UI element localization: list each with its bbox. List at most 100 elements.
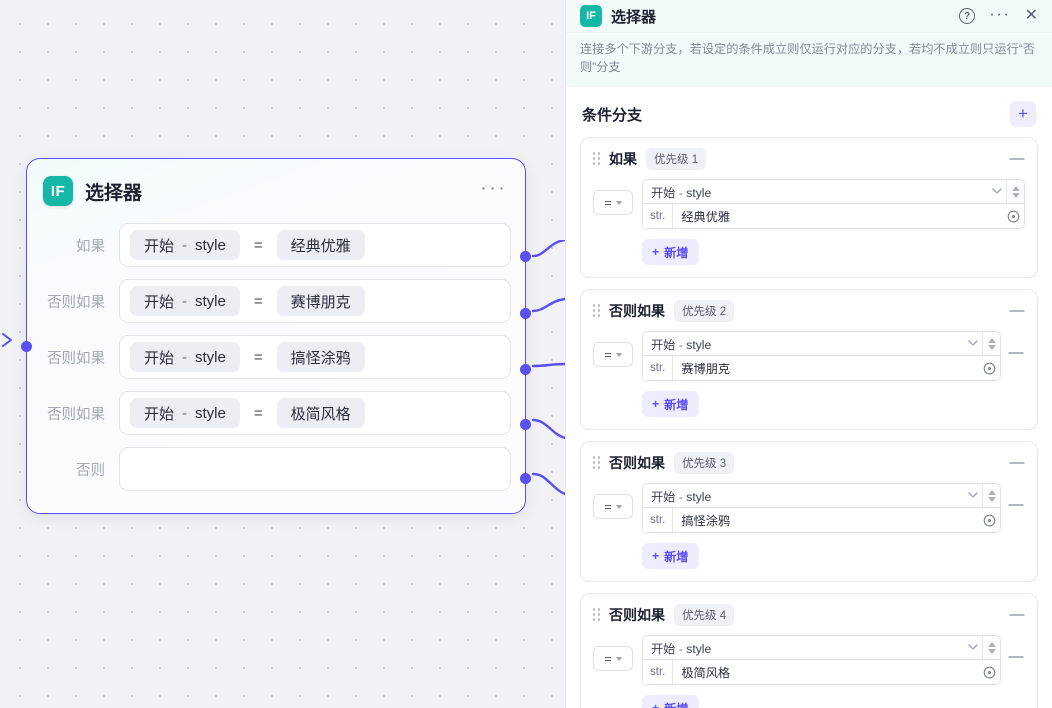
value-field[interactable]: str. 赛博朋克 <box>642 356 1001 382</box>
stepper-icon[interactable] <box>982 332 1000 356</box>
node-row-box[interactable]: 开始 - style = 极简风格 <box>119 391 511 435</box>
stepper-down-icon[interactable] <box>987 344 996 350</box>
node-output-port-4[interactable] <box>520 419 531 430</box>
chevron-down-icon[interactable] <box>964 492 982 499</box>
chevron-down-icon[interactable] <box>988 188 1006 195</box>
ref-field: style <box>195 292 226 310</box>
node-output-port-2[interactable] <box>520 308 531 319</box>
value-input[interactable]: 赛博朋克 <box>681 362 731 377</box>
condition-card-body: = 开始 - style <box>593 179 1025 230</box>
workflow-canvas[interactable]: IF 选择器 ··· 如果 开始 - style = 经典优雅 <box>0 0 565 708</box>
condition-keyword: 否则如果 <box>609 607 665 624</box>
value-input[interactable]: 搞怪涂鸦 <box>681 514 731 529</box>
node-row-label: 否则 <box>76 462 105 479</box>
reference-field[interactable]: 开始 - style <box>642 179 1025 205</box>
node-row-else[interactable]: 否则 <box>41 441 511 497</box>
stepper-up-icon[interactable] <box>987 641 996 647</box>
condition-card[interactable]: 否则如果 优先级 3 — = 开始 - style <box>580 441 1038 583</box>
stepper-up-icon[interactable] <box>1011 185 1020 191</box>
reference-value: 开始 - style <box>651 185 712 200</box>
value-input[interactable]: 经典优雅 <box>681 210 731 225</box>
clear-icon[interactable] <box>1002 210 1024 223</box>
node-row-box-empty[interactable] <box>119 447 511 491</box>
operator-select[interactable]: = <box>593 646 633 672</box>
node-row[interactable]: 如果 开始 - style = 经典优雅 <box>41 217 511 273</box>
chevron-down-icon[interactable] <box>964 644 982 651</box>
clear-icon[interactable] <box>978 362 1000 375</box>
node-condition-rows: 如果 开始 - style = 经典优雅 否则如果 <box>41 217 511 497</box>
operator-select[interactable]: = <box>593 494 633 520</box>
add-condition-label: 新增 <box>664 246 689 261</box>
node-output-port-1[interactable] <box>520 251 531 262</box>
chevron-down-icon[interactable] <box>964 340 982 347</box>
operator-select[interactable]: = <box>593 190 633 216</box>
add-branch-button[interactable]: + <box>1010 101 1036 128</box>
reference-field[interactable]: 开始 - style <box>642 483 1001 509</box>
add-condition-button[interactable]: + 新增 <box>642 543 699 570</box>
clear-icon[interactable] <box>978 666 1000 679</box>
node-row[interactable]: 否则如果 开始 - style = 极简风格 <box>41 385 511 441</box>
add-condition-button[interactable]: + 新增 <box>642 695 699 708</box>
node-row[interactable]: 否则如果 开始 - style = 赛博朋克 <box>41 273 511 329</box>
stepper-up-icon[interactable] <box>987 489 996 495</box>
value-field[interactable]: str. 搞怪涂鸦 <box>642 508 1001 534</box>
operator-value: = <box>604 195 612 210</box>
stepper-down-icon[interactable] <box>1011 192 1020 198</box>
drag-handle-icon[interactable] <box>593 304 601 318</box>
condition-card[interactable]: 否则如果 优先级 4 — = 开始 - style <box>580 593 1038 708</box>
stepper-icon[interactable] <box>982 484 1000 508</box>
node-row-box[interactable]: 开始 - style = 经典优雅 <box>119 223 511 267</box>
node-row-reference: 开始 - style <box>130 342 240 372</box>
remove-condition-icon[interactable]: — <box>1008 648 1024 666</box>
type-prefix: str. <box>643 356 674 381</box>
value-field[interactable]: str. 经典优雅 <box>642 204 1025 230</box>
condition-card[interactable]: 如果 优先级 1 — = 开始 - style <box>580 137 1038 279</box>
stepper-icon[interactable] <box>982 636 1000 660</box>
node-row[interactable]: 否则如果 开始 - style = 搞怪涂鸦 <box>41 329 511 385</box>
value-input[interactable]: 极简风格 <box>681 666 731 681</box>
operator-value: = <box>604 651 612 666</box>
help-circle-icon[interactable]: ? <box>959 8 976 24</box>
chevron-down-icon <box>615 504 622 509</box>
stepper-down-icon[interactable] <box>987 496 996 502</box>
drag-handle-icon[interactable] <box>593 152 601 166</box>
remove-condition-icon[interactable]: — <box>1008 344 1024 362</box>
node-more-icon[interactable]: ··· <box>480 175 507 199</box>
node-row-box[interactable]: 开始 - style = 赛博朋克 <box>119 279 511 323</box>
value-field[interactable]: str. 极简风格 <box>642 660 1001 686</box>
type-prefix: str. <box>643 660 674 685</box>
node-input-port[interactable] <box>21 341 32 352</box>
node-row-box[interactable]: 开始 - style = 搞怪涂鸦 <box>119 335 511 379</box>
panel-body[interactable]: 条件分支 + 如果 优先级 1 — = <box>566 87 1052 708</box>
node-row-reference: 开始 - style <box>130 286 240 316</box>
collapse-icon[interactable]: — <box>1009 302 1025 320</box>
drag-handle-icon[interactable] <box>593 456 601 470</box>
ref-source: 开始 <box>144 237 175 255</box>
add-condition-button[interactable]: + 新增 <box>642 239 699 266</box>
clear-icon[interactable] <box>978 514 1000 527</box>
collapse-icon[interactable]: — <box>1009 150 1025 168</box>
close-icon[interactable]: ✕ <box>1024 7 1038 24</box>
collapse-icon[interactable]: — <box>1009 454 1025 472</box>
ref-field: style <box>195 404 226 422</box>
stepper-icon[interactable] <box>1006 180 1024 204</box>
ellipsis-icon[interactable]: ··· <box>989 3 1011 23</box>
node-output-port-5[interactable] <box>520 473 531 484</box>
remove-condition-icon[interactable]: — <box>1008 496 1024 514</box>
section-header: 条件分支 + <box>580 87 1038 137</box>
outgoing-edge-2 <box>531 297 565 313</box>
if-node[interactable]: IF 选择器 ··· 如果 开始 - style = 经典优雅 <box>21 158 531 514</box>
condition-card[interactable]: 否则如果 优先级 2 — = 开始 - style <box>580 289 1038 431</box>
collapse-icon[interactable]: — <box>1009 606 1025 624</box>
add-condition-button[interactable]: + 新增 <box>642 391 699 418</box>
plus-icon: + <box>652 701 659 708</box>
node-output-port-3[interactable] <box>520 364 531 375</box>
stepper-up-icon[interactable] <box>987 337 996 343</box>
incoming-edge-arrow <box>0 330 18 348</box>
reference-field[interactable]: 开始 - style <box>642 331 1001 357</box>
reference-field[interactable]: 开始 - style <box>642 635 1001 661</box>
priority-badge: 优先级 2 <box>674 300 735 323</box>
drag-handle-icon[interactable] <box>593 608 601 622</box>
stepper-down-icon[interactable] <box>987 648 996 654</box>
operator-select[interactable]: = <box>593 342 633 368</box>
